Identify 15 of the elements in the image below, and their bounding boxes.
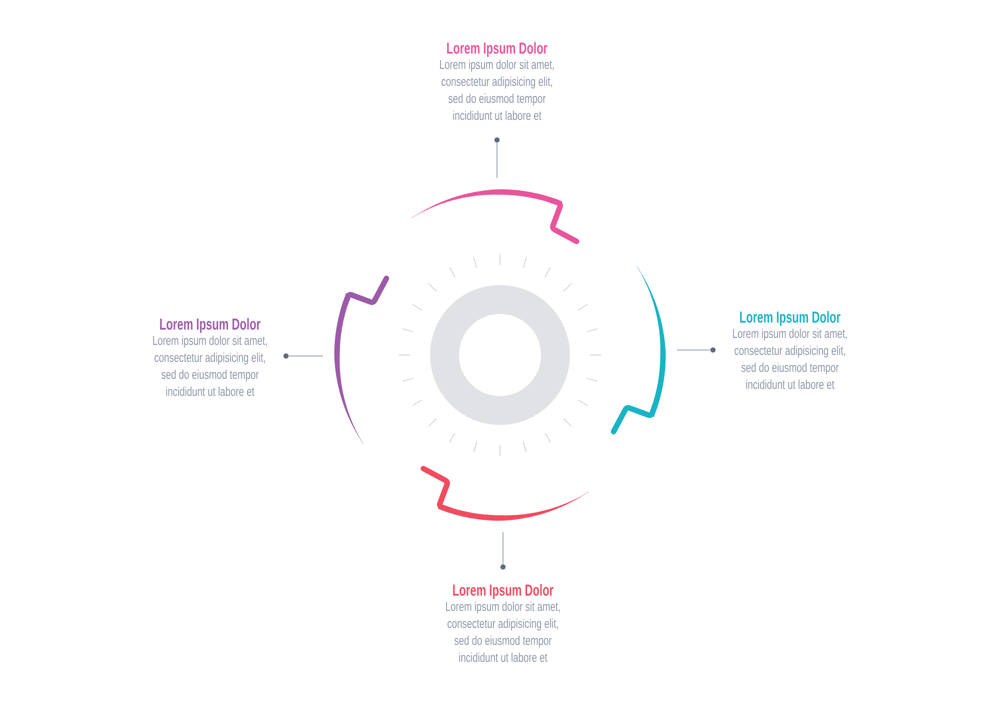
heading: Lorem Ipsum Dolor	[447, 42, 548, 57]
arc-stroke	[411, 189, 580, 244]
body-text: Lorem ipsum dolor sit amet, consectetur adipisicing elit, sed do eiusmod tempor incididunt ut labore et	[733, 328, 847, 389]
body-text: Lorem ipsum dolor sit amet, consectetur adipisicing elit, sed do eiusmod tempor incididunt ut labore et	[446, 602, 560, 662]
leader-line	[502, 532, 504, 565]
heading: Lorem Ipsum Dolor	[453, 584, 554, 599]
arc-stroke	[420, 466, 589, 521]
body-text: Lorem ipsum dolor sit amet, consectetur adipisicing elit, sed do eiusmod tempor incididunt ut labore et	[440, 60, 554, 120]
heading: Lorem Ipsum Dolor	[740, 311, 840, 326]
leader-line	[496, 142, 498, 178]
arc-stroke	[334, 276, 390, 444]
body-text: Lorem ipsum dolor sit amet, consectetur adipisicing elit, sed do eiusmod tempor incididunt ut labore et	[153, 336, 267, 396]
heading: Lorem Ipsum Dolor	[160, 318, 260, 333]
arc-stroke	[610, 266, 666, 434]
ring	[430, 285, 570, 425]
